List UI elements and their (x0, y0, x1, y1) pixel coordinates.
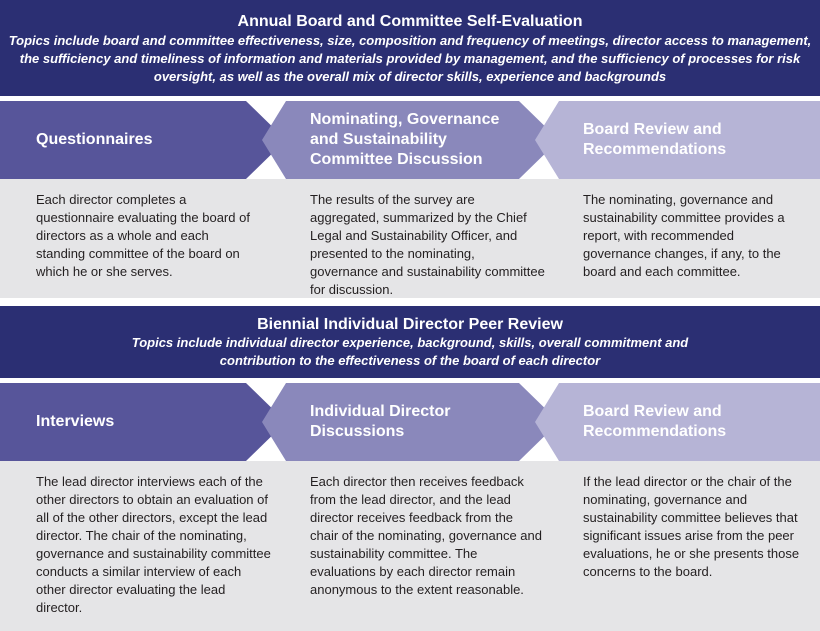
annual-evaluation-topics: Topics include board and committee effec… (8, 33, 812, 84)
arrow-questionnaires (0, 101, 286, 179)
arrow-individual-director-discussions (262, 383, 559, 461)
step-label-board-review: Board Review and Recommendations (583, 121, 727, 158)
biennial-peer-review-title: Biennial Individual Director Peer Review (257, 316, 563, 333)
step-label-board-review-biennial: Board Review and Recommendations (583, 403, 727, 440)
arrow-nominating-committee-discussion (262, 101, 559, 179)
step-label-interviews: Interviews (36, 413, 115, 430)
biennial-step-descriptions: The lead director interviews each of the… (0, 461, 820, 631)
description-individual-director-discussions: Each director then receives feedback fro… (310, 474, 542, 597)
description-questionnaires: Each director completes a questionnaire … (36, 192, 250, 279)
arrow-board-review (535, 101, 820, 179)
annual-evaluation-banner: Annual Board and Committee Self-Evaluati… (0, 0, 820, 96)
annual-evaluation-title: Annual Board and Committee Self-Evaluati… (237, 13, 583, 30)
step-label-individual-director-discussions: Individual Director Discussions (310, 403, 451, 440)
annual-process-arrows: Questionnaires Nominating, Governance an… (0, 101, 820, 179)
biennial-peer-review-banner: Biennial Individual Director Peer Review… (0, 306, 820, 378)
step-label-nominating-committee-discussion: Nominating, Governance and Sustainabilit… (310, 111, 500, 168)
description-nominating-committee-discussion: The results of the survey are aggregated… (310, 192, 545, 297)
description-board-review-biennial: If the lead director or the chair of the… (583, 474, 800, 579)
annual-step-descriptions: Each director completes a questionnaire … (0, 179, 820, 298)
description-board-review: The nominating, governance and sustainab… (583, 192, 785, 279)
biennial-process-arrows: Interviews Individual Director Discussio… (0, 383, 820, 461)
biennial-peer-review-topics: Topics include individual director exper… (131, 335, 689, 368)
step-label-questionnaires: Questionnaires (36, 131, 153, 148)
description-interviews: The lead director interviews each of the… (36, 474, 271, 615)
arrow-board-review-biennial (535, 383, 820, 461)
arrow-interviews (0, 383, 286, 461)
